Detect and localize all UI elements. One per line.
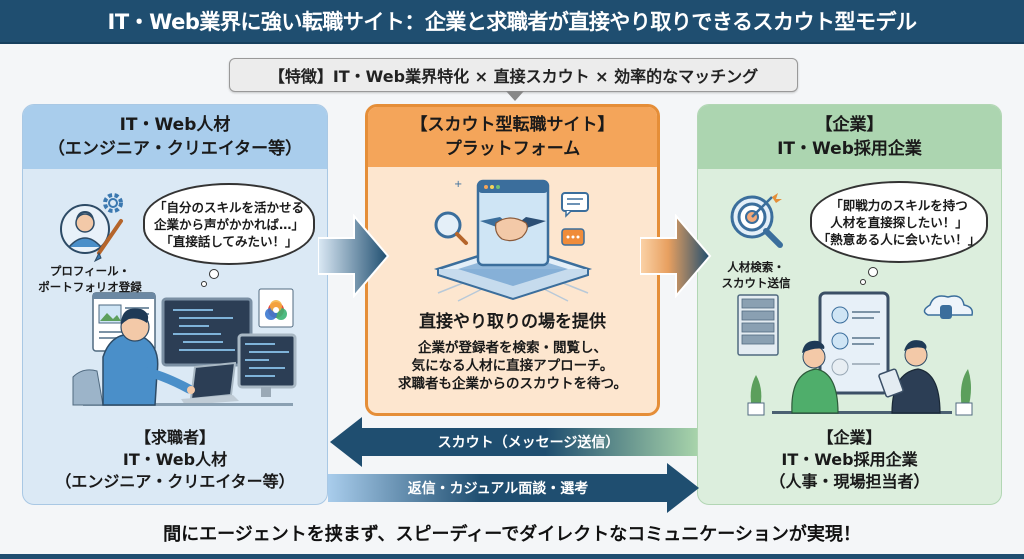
company-role-sub: （人事・現場担当者） [769,472,930,491]
engineer-at-desk-illustration [72,288,297,406]
company-subtitle: IT・Web採用企業 [777,139,922,159]
footer-divider [0,554,1024,559]
summary-footer: 間にエージェントを挟まず、スピーディーでダイレクトなコミュニケーションが実現！ [163,524,861,545]
job-seeker-footer: 【求職者】 IT・Web人材 （エンジニア・クリエイター等） [23,427,327,493]
scout-arrow-head [330,417,362,467]
scout-send-label: 人材検索・ スカウト送信 [706,259,806,291]
platform-desc-line1: 企業が登録者を検索・閲覧し、 [418,340,607,356]
platform-desc-line2: 気になる人材に直接アプローチ。 [411,358,614,374]
job-seeker-panel-header: IT・Web人材 （エンジニア・クリエイター等） [23,105,327,169]
thought-dot [209,269,219,279]
reply-interview-flow: 返信・カジュアル面談・選考 [328,474,668,502]
feature-pointer-arrow [506,91,524,101]
company-panel: 【企業】 IT・Web採用企業 人材検索・ スカウト送信 「即戦力のスキルを持つ… [697,104,1002,505]
platform-panel-body: + 直接やり取りの場を提供 企業が登録者を検索・閲覧し、 気になる人材に直接アプ… [368,167,657,409]
seeker-to-platform-arrow [318,214,390,298]
company-role-title: IT・Web採用企業 [781,450,918,469]
platform-title: 【スカウト型転職サイト】 [410,115,615,135]
thought-line2: 企業から声がかかれば…」 [153,216,304,232]
thought-dot [860,279,866,285]
handshake-platform-illustration: + [433,179,593,302]
company-footer: 【企業】 IT・Web採用企業 （人事・現場担当者） [698,427,1001,493]
job-seeker-subtitle: （エンジニア・クリエイター等） [47,139,303,159]
svg-text:+: + [454,179,462,190]
reply-arrow-head [667,463,699,513]
scout-label-line1: 人材検索・ [727,260,785,274]
target-search-icon [730,193,783,248]
thought-line3: 「直接話してみたい！」 [160,233,298,249]
company-panel-header: 【企業】 IT・Web採用企業 [698,105,1001,169]
company-role: 【企業】 [817,428,882,447]
profile-label-line2: ポートフォリオ登録 [38,280,142,294]
platform-tagline: 直接やり取りの場を提供 [419,312,606,332]
company-title: 【企業】 [815,115,884,135]
platform-panel: 【スカウト型転職サイト】 プラットフォーム + 直接やり取りの場を提供 企業が登 [365,104,660,416]
scout-label-line2: スカウト送信 [721,276,791,290]
company-panel-body: 人材検索・ スカウト送信 「即戦力のスキルを持つ 人材を直接探したい！」 「熱意… [698,169,1001,504]
page-title: IT・Web業界に強い転職サイト：企業と求職者が直接やり取りできるスカウト型モデ… [0,0,1024,44]
platform-panel-header: 【スカウト型転職サイト】 プラットフォーム [368,107,657,167]
thought-dot [201,281,207,287]
thought-dot [868,267,878,277]
job-seeker-title: IT・Web人材 [119,115,231,135]
thought-line1: 「自分のスキルを活かせる [153,199,304,215]
job-seeker-panel: IT・Web人材 （エンジニア・クリエイター等） プロフィール・ ポートフォリオ… [22,104,328,505]
platform-description: 企業が登録者を検索・閲覧し、 気になる人材に直接アプローチ。 求職者も企業からの… [368,339,657,393]
thought-line1: 「即戦力のスキルを持つ [830,197,968,213]
job-seeker-role-sub: （エンジニア・クリエイター等） [55,472,295,491]
job-seeker-thought-bubble: 「自分のスキルを活かせる 企業から声がかかれば…」 「直接話してみたい！」 [143,183,315,265]
job-seeker-role: 【求職者】 [134,428,215,447]
feature-banner: 【特徴】IT・Web業界特化 × 直接スカウト × 効率的なマッチング [229,58,798,92]
job-seeker-panel-body: プロフィール・ ポートフォリオ登録 「自分のスキルを活かせる 企業から声がかかれ… [23,169,327,504]
profile-gear-brush-icon [60,193,123,263]
profile-registration-label: プロフィール・ ポートフォリオ登録 [31,263,149,295]
platform-to-company-arrow [640,214,712,298]
platform-desc-line3: 求職者も企業からのスカウトを待つ。 [398,376,627,392]
company-thought-bubble: 「即戦力のスキルを持つ 人材を直接探したい！」 「熱意ある人に会いたい！」 [810,181,988,263]
thought-line2: 人材を直接探したい！」 [830,214,968,230]
scout-message-flow: スカウト（メッセージ送信） [360,428,697,456]
platform-subtitle: プラットフォーム [444,139,581,159]
job-seeker-role-title: IT・Web人材 [122,450,228,469]
thought-line3: 「熱意ある人に会いたい！」 [817,231,981,247]
profile-label-line1: プロフィール・ [49,264,131,278]
recruiters-meeting-illustration [737,291,974,416]
